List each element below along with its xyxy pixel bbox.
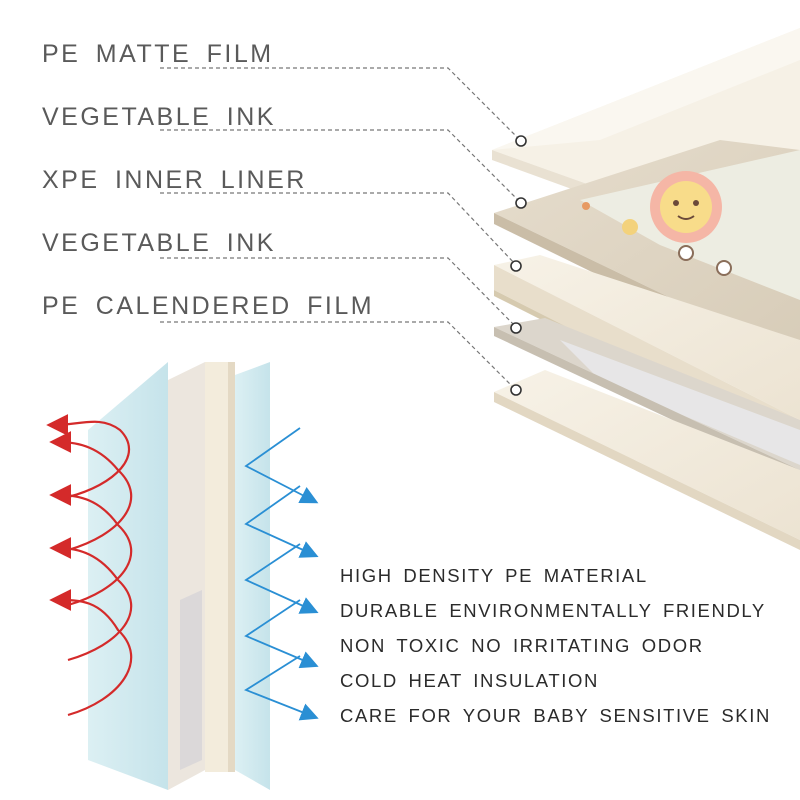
layer-label-vegetable-ink-top: VEGETABLE INK [42, 103, 276, 131]
layer-label-pe-calendered-film: PE CALENDERED FILM [42, 292, 375, 320]
feature-insulation: COLD HEAT INSULATION [340, 670, 599, 691]
layer-label-xpe-inner-liner: XPE INNER LINER [42, 166, 307, 194]
leader-endpoints [510, 135, 527, 396]
layer-label-vegetable-ink-bottom: VEGETABLE INK [42, 229, 276, 257]
heat-arrow-icon [49, 537, 133, 662]
cold-arrow-icon [244, 655, 319, 721]
insulation-diagram [46, 362, 319, 790]
feature-durable: DURABLE ENVIRONMENTALLY FRIENDLY [340, 600, 766, 621]
feature-non-toxic: NON TOXIC NO IRRITATING ODOR [340, 635, 704, 656]
layer-label-pe-matte-film: PE MATTE FILM [42, 40, 274, 68]
sheet-pe-calendered-film [494, 370, 800, 550]
feature-high-density: HIGH DENSITY PE MATERIAL [340, 565, 648, 586]
heat-arrow-icon [46, 413, 131, 499]
heat-arrow-icon [49, 484, 133, 607]
cold-arrow-icon [244, 599, 319, 669]
feature-baby-skin: CARE FOR YOUR BABY SENSITIVE SKIN [340, 705, 771, 726]
heat-arrow-icon [49, 431, 133, 552]
lion-face-print [650, 171, 722, 243]
leader-lines [160, 67, 521, 391]
cold-arrow-icon [244, 543, 319, 614]
cold-arrow-icon [244, 485, 319, 558]
cold-arrow-icon [244, 427, 319, 504]
